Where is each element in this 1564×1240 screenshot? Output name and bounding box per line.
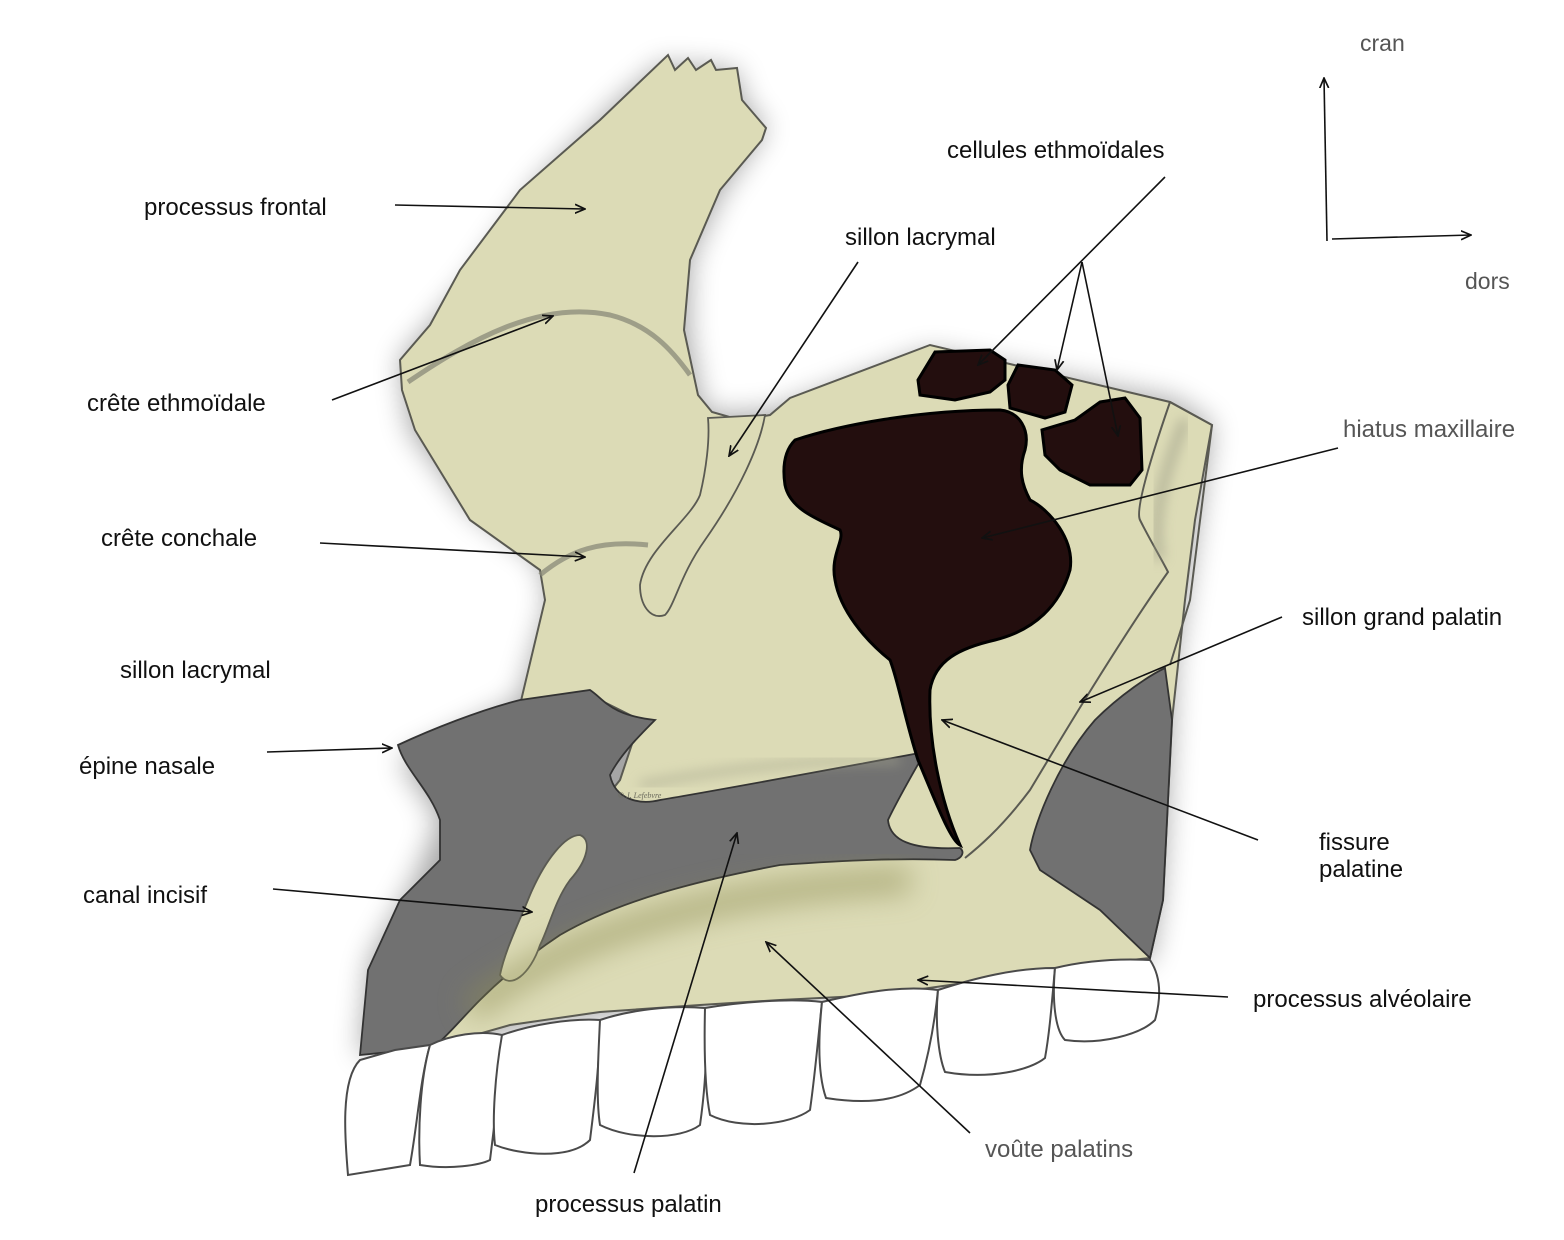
tooth — [492, 1018, 602, 1155]
label-hiatus-maxillaire: hiatus maxillaire — [1343, 416, 1515, 443]
label-processus-palatin: processus palatin — [535, 1191, 722, 1218]
pointer-processus-frontal — [394, 205, 585, 209]
label-cellules-ethmoidales: cellules ethmoïdales — [947, 137, 1164, 164]
orientation-axes: cran dors — [1324, 30, 1510, 294]
cranial-label: cran — [1360, 30, 1405, 56]
label-epine-nasale: épine nasale — [79, 753, 215, 780]
tooth — [596, 1006, 708, 1138]
label-crete-ethmoidale: crête ethmoïdale — [87, 390, 266, 417]
label-canal-incisif: canal incisif — [83, 882, 207, 909]
tooth — [418, 1032, 504, 1169]
pointer-cellules-ethmoidales-2 — [1057, 261, 1083, 370]
palatal-vault-shading — [462, 867, 911, 1021]
pointer-crete-ethmoidale — [331, 316, 553, 401]
pointer-lines — [266, 176, 1339, 1174]
pointer-hiatus-maxillaire — [982, 447, 1339, 538]
teeth-row — [344, 958, 1161, 1177]
pointer-processus-palatin — [633, 833, 737, 1174]
pointer-voute-palatins — [766, 942, 971, 1134]
pointer-sillon-lacrymal-top — [729, 261, 859, 456]
label-sillon-lacrymal-top: sillon lacrymal — [845, 224, 996, 251]
labels: processus frontal crête ethmoïdale crête… — [79, 137, 1517, 1218]
pointer-fissure-palatine — [942, 720, 1259, 841]
sillon-lacrymal-groove — [639, 414, 767, 617]
label-processus-frontal: processus frontal — [144, 194, 327, 221]
tooth — [1052, 958, 1161, 1043]
label-processus-alveolaire: processus alvéolaire — [1253, 986, 1472, 1013]
dorsal-arrow — [1331, 235, 1471, 239]
label-fissure-palatine-line1: fissure — [1319, 829, 1390, 856]
crete-ethmoidale-ridge — [406, 309, 693, 385]
tooth — [703, 999, 824, 1125]
dorsal-label: dors — [1465, 268, 1510, 294]
ethmoid-cell-3 — [1040, 396, 1144, 487]
cranial-arrow — [1324, 78, 1327, 242]
tooth — [344, 1043, 432, 1177]
pointer-crete-conchale — [319, 542, 585, 557]
tooth — [935, 966, 1057, 1076]
label-sillon-lacrymal-left: sillon lacrymal — [120, 657, 271, 684]
hiatus-maxillaire — [782, 408, 1073, 849]
label-fissure-palatine-line2: palatine — [1319, 856, 1403, 883]
pointer-cellules-ethmoidales-3 — [1081, 261, 1118, 436]
crete-conchale-ridge — [538, 541, 649, 577]
maxillary-tuberosity-strip — [964, 401, 1214, 859]
artist-signature: © J. Lefebvre — [618, 791, 662, 800]
label-sillon-grand-palatin: sillon grand palatin — [1302, 604, 1502, 631]
tooth — [818, 987, 940, 1103]
pointer-epine-nasale — [266, 748, 392, 752]
label-voute-palatins: voûte palatins — [985, 1136, 1133, 1163]
tuberosity-shading — [1151, 418, 1190, 562]
palatine-shadow-line — [639, 756, 901, 789]
pointer-canal-incisif — [272, 888, 532, 912]
pointer-cellules-ethmoidales-1 — [978, 176, 1166, 365]
label-crete-conchale: crête conchale — [101, 525, 257, 552]
pointer-sillon-grand-palatin — [1080, 616, 1283, 702]
ethmoid-cell-2 — [1006, 363, 1074, 420]
pointer-processus-alveolaire — [918, 980, 1229, 998]
